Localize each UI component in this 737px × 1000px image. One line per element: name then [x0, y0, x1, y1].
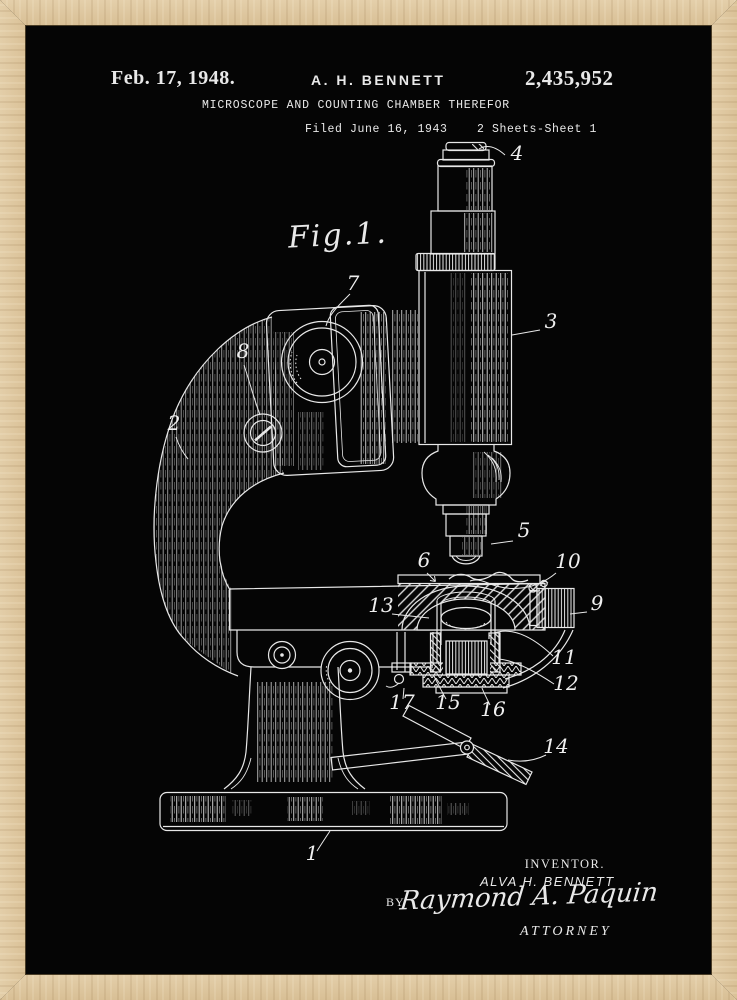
coarse-adjustment-knob	[280, 320, 364, 404]
counting-chamber-slide	[397, 574, 541, 585]
frame-bottom	[0, 974, 737, 1000]
sheet-label: 2 Sheets-Sheet 1	[476, 123, 597, 136]
part-label-13: 13	[368, 593, 393, 617]
arm-head-block	[265, 304, 418, 476]
curved-arm	[153, 316, 285, 677]
by-label: BY	[386, 895, 405, 909]
inventor-name: ALVA H. BENNETT	[480, 874, 615, 889]
inventor-caption: INVENTOR.	[524, 857, 605, 871]
part-label-5: 5	[518, 518, 531, 542]
part-label-10: 10	[555, 549, 581, 573]
part-label-2: 2	[167, 411, 181, 435]
pillar	[223, 666, 366, 790]
filing-date: Filed June 16, 1943	[305, 123, 448, 136]
part-labels: 4 7 3 8 2 5 6 10 13 9 11 12 17 15 16 14 …	[167, 141, 604, 865]
frame-left	[0, 0, 26, 1000]
inclination-lever	[330, 704, 533, 786]
part-label-17: 17	[389, 690, 415, 714]
eyepiece	[415, 141, 496, 272]
part-label-7: 7	[347, 271, 360, 295]
stage-knob	[529, 579, 575, 629]
attorney-caption: ATTORNEY	[520, 924, 612, 939]
leader-lines	[175, 146, 588, 852]
part-label-3: 3	[545, 309, 558, 333]
part-label-9: 9	[591, 591, 604, 615]
base	[159, 791, 508, 832]
counting-chamber	[401, 585, 531, 645]
part-label-4: 4	[510, 141, 524, 165]
part-label-16: 16	[480, 697, 506, 721]
frame-right	[711, 0, 737, 1000]
part-label-11: 11	[551, 645, 576, 669]
patent-number: 2,435,952	[525, 66, 614, 90]
condenser-assembly	[385, 629, 574, 694]
patent-date: Feb. 17, 1948.	[111, 67, 236, 89]
fine-adjustment	[236, 630, 433, 701]
objective	[421, 444, 511, 565]
body-tube	[418, 269, 513, 446]
slide-clip	[448, 571, 529, 583]
inventor-name-header: A. H. BENNETT	[311, 72, 446, 88]
part-label-12: 12	[553, 671, 578, 695]
part-label-1: 1	[306, 841, 319, 865]
part-label-6: 6	[418, 548, 431, 572]
microscope-drawing: 4 7 3 8 2 5 6 10 13 9 11 12 17 15 16 14 …	[153, 141, 604, 865]
part-label-15: 15	[435, 690, 460, 714]
patent-sheet: Feb. 17, 1948. A. H. BENNETT 2,435,952 M…	[26, 26, 711, 974]
patent-title: MICROSCOPE AND COUNTING CHAMBER THEREFOR	[201, 99, 511, 112]
part-label-14: 14	[543, 734, 568, 758]
part-label-8: 8	[237, 339, 250, 363]
frame-top	[0, 0, 737, 26]
